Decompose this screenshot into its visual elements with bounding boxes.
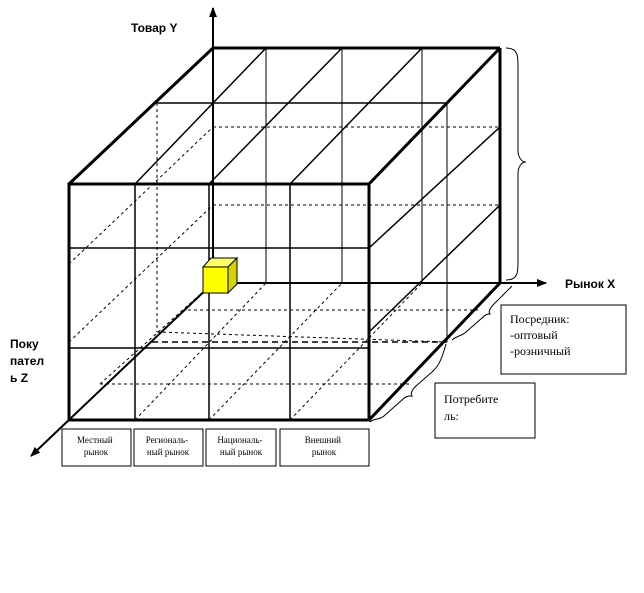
cube-right-grid [368, 126, 501, 333]
z-axis-label: Поку пател ь Z [10, 337, 47, 385]
cube-top-grid [134, 47, 447, 185]
intermediary-box: Посредник: -оптовый -розничный [500, 304, 627, 375]
svg-text:Региональ- ный рынок: Региональ- ный рынок [146, 435, 191, 457]
cube-front-grid [69, 184, 369, 420]
x-axis-label: Рынок X [565, 277, 615, 291]
z-axis-arrow [30, 282, 214, 457]
market-box-regional: Региональ- ный рынок [133, 428, 204, 467]
svg-text:Местный рынок: Местный рынок [77, 435, 115, 457]
market-box-external: Внешний рынок [279, 428, 370, 467]
consumer-box: Потребите ль: [434, 382, 536, 439]
market-box-national: Националь- ный рынок [205, 428, 277, 467]
svg-text:Потребите ль:: Потребите ль: [444, 392, 501, 423]
cube-inner-diagonals [68, 126, 423, 421]
svg-text:Внешний рынок: Внешний рынок [305, 435, 343, 457]
svg-text:Посредник: -оптовый: Посредник: -оптовый -розничный [510, 312, 573, 358]
highlight-cube [201, 256, 239, 295]
cube-bottom-dashes [100, 309, 478, 385]
market-box-local: Местный рынок [61, 428, 132, 467]
y-axis-label: Товар Y [131, 21, 177, 35]
cube-outline [67, 46, 502, 422]
svg-text:Националь- ный рынок: Националь- ный рынок [217, 435, 264, 457]
cube-back-grid [213, 48, 500, 283]
intermediary-brace [451, 285, 513, 341]
height-brace [505, 47, 527, 281]
cube-middle-layer [156, 103, 448, 343]
consumer-brace [369, 343, 447, 423]
